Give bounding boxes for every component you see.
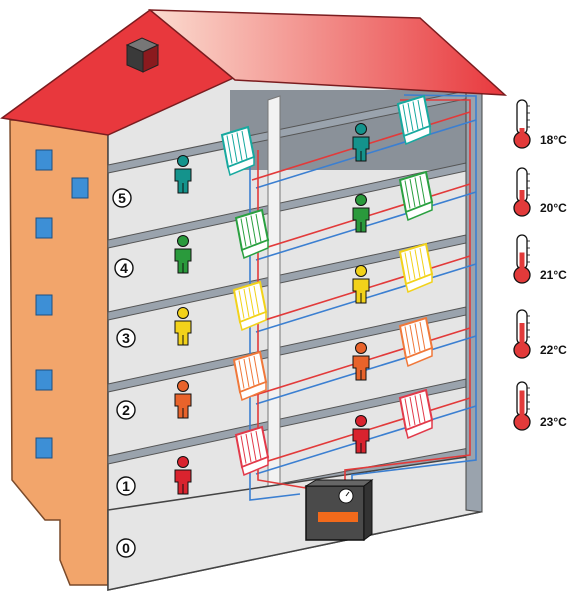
thermometer-legend: 18°C 20°C 21°C 22°C 23°C xyxy=(514,100,567,430)
floor-number-2: 2 xyxy=(117,401,135,419)
floor-number-0: 0 xyxy=(117,539,135,557)
thermometer-icon: 20°C xyxy=(514,168,567,216)
chimney-icon xyxy=(127,38,158,72)
thermometer-icon: 22°C xyxy=(514,310,567,358)
floor-number-label: 2 xyxy=(122,402,130,418)
floor-number-5: 5 xyxy=(113,189,131,207)
right-wall xyxy=(466,80,482,512)
floor-number-label: 0 xyxy=(122,540,130,556)
thermometer-level xyxy=(520,128,525,138)
thermometer-level xyxy=(520,253,525,274)
floor-number-3: 3 xyxy=(117,329,135,347)
floor-number-label: 1 xyxy=(122,478,130,494)
floor-number-label: 4 xyxy=(120,260,128,276)
floor-number-label: 3 xyxy=(122,330,130,346)
thermometer-icon: 18°C xyxy=(514,100,567,148)
thermometer-level xyxy=(520,391,525,421)
boiler-icon xyxy=(306,480,372,540)
floor-number-4: 4 xyxy=(115,259,133,277)
thermometer-level xyxy=(520,323,525,348)
temperature-label: 23°C xyxy=(540,415,567,429)
floor-number-label: 5 xyxy=(118,190,126,206)
temperature-label: 18°C xyxy=(540,133,567,147)
temperature-label: 20°C xyxy=(540,201,567,215)
thermometer-icon: 21°C xyxy=(514,235,567,283)
thermometer-icon: 23°C xyxy=(514,382,567,430)
facade-left xyxy=(10,120,108,585)
temperature-label: 22°C xyxy=(540,343,567,357)
thermometer-level xyxy=(520,190,525,206)
partition-wall xyxy=(268,96,280,504)
temperature-label: 21°C xyxy=(540,268,567,282)
floor-number-1: 1 xyxy=(117,477,135,495)
